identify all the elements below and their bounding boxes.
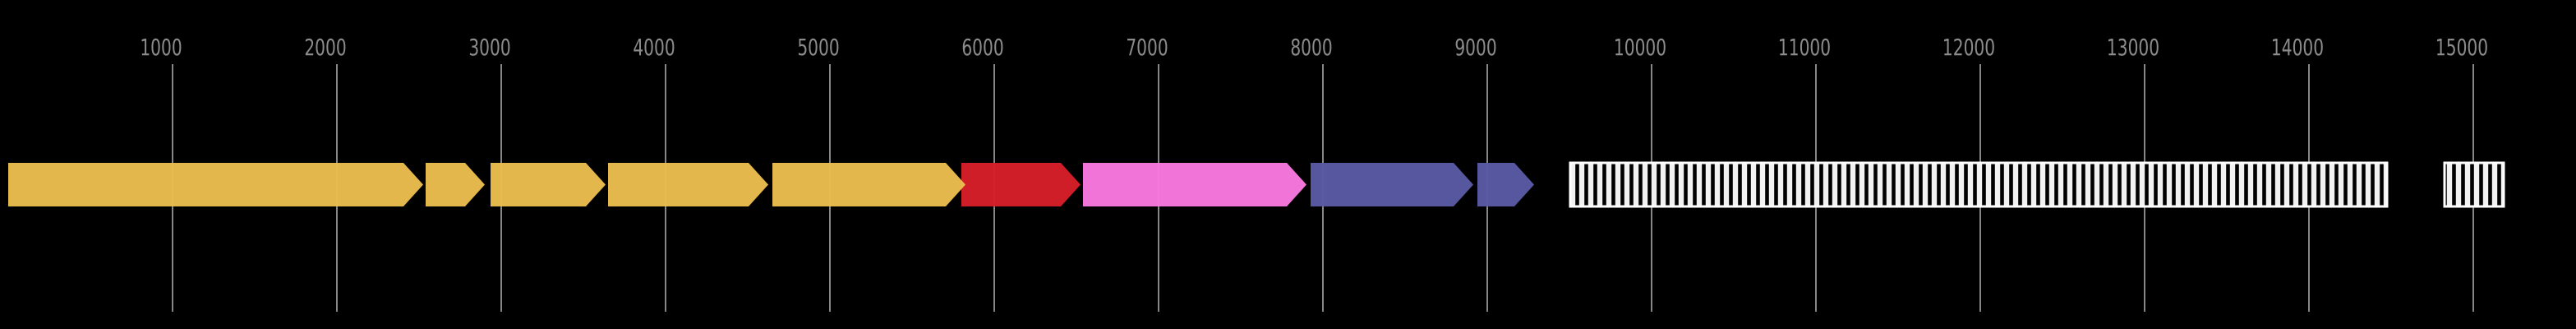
feature-region-2 <box>2445 163 2504 206</box>
feature-gene-5 <box>772 163 965 206</box>
feature-region-1 <box>1570 163 2387 206</box>
feature-gene-3 <box>491 163 606 206</box>
feature-gene-2 <box>426 163 485 206</box>
feature-gene-4 <box>608 163 768 206</box>
feature-gene-6 <box>961 163 1081 206</box>
feature-gene-8 <box>1311 163 1473 206</box>
feature-gene-9 <box>1477 163 1534 206</box>
feature-gene-7 <box>1083 163 1306 206</box>
feature-gene-1 <box>8 163 423 206</box>
